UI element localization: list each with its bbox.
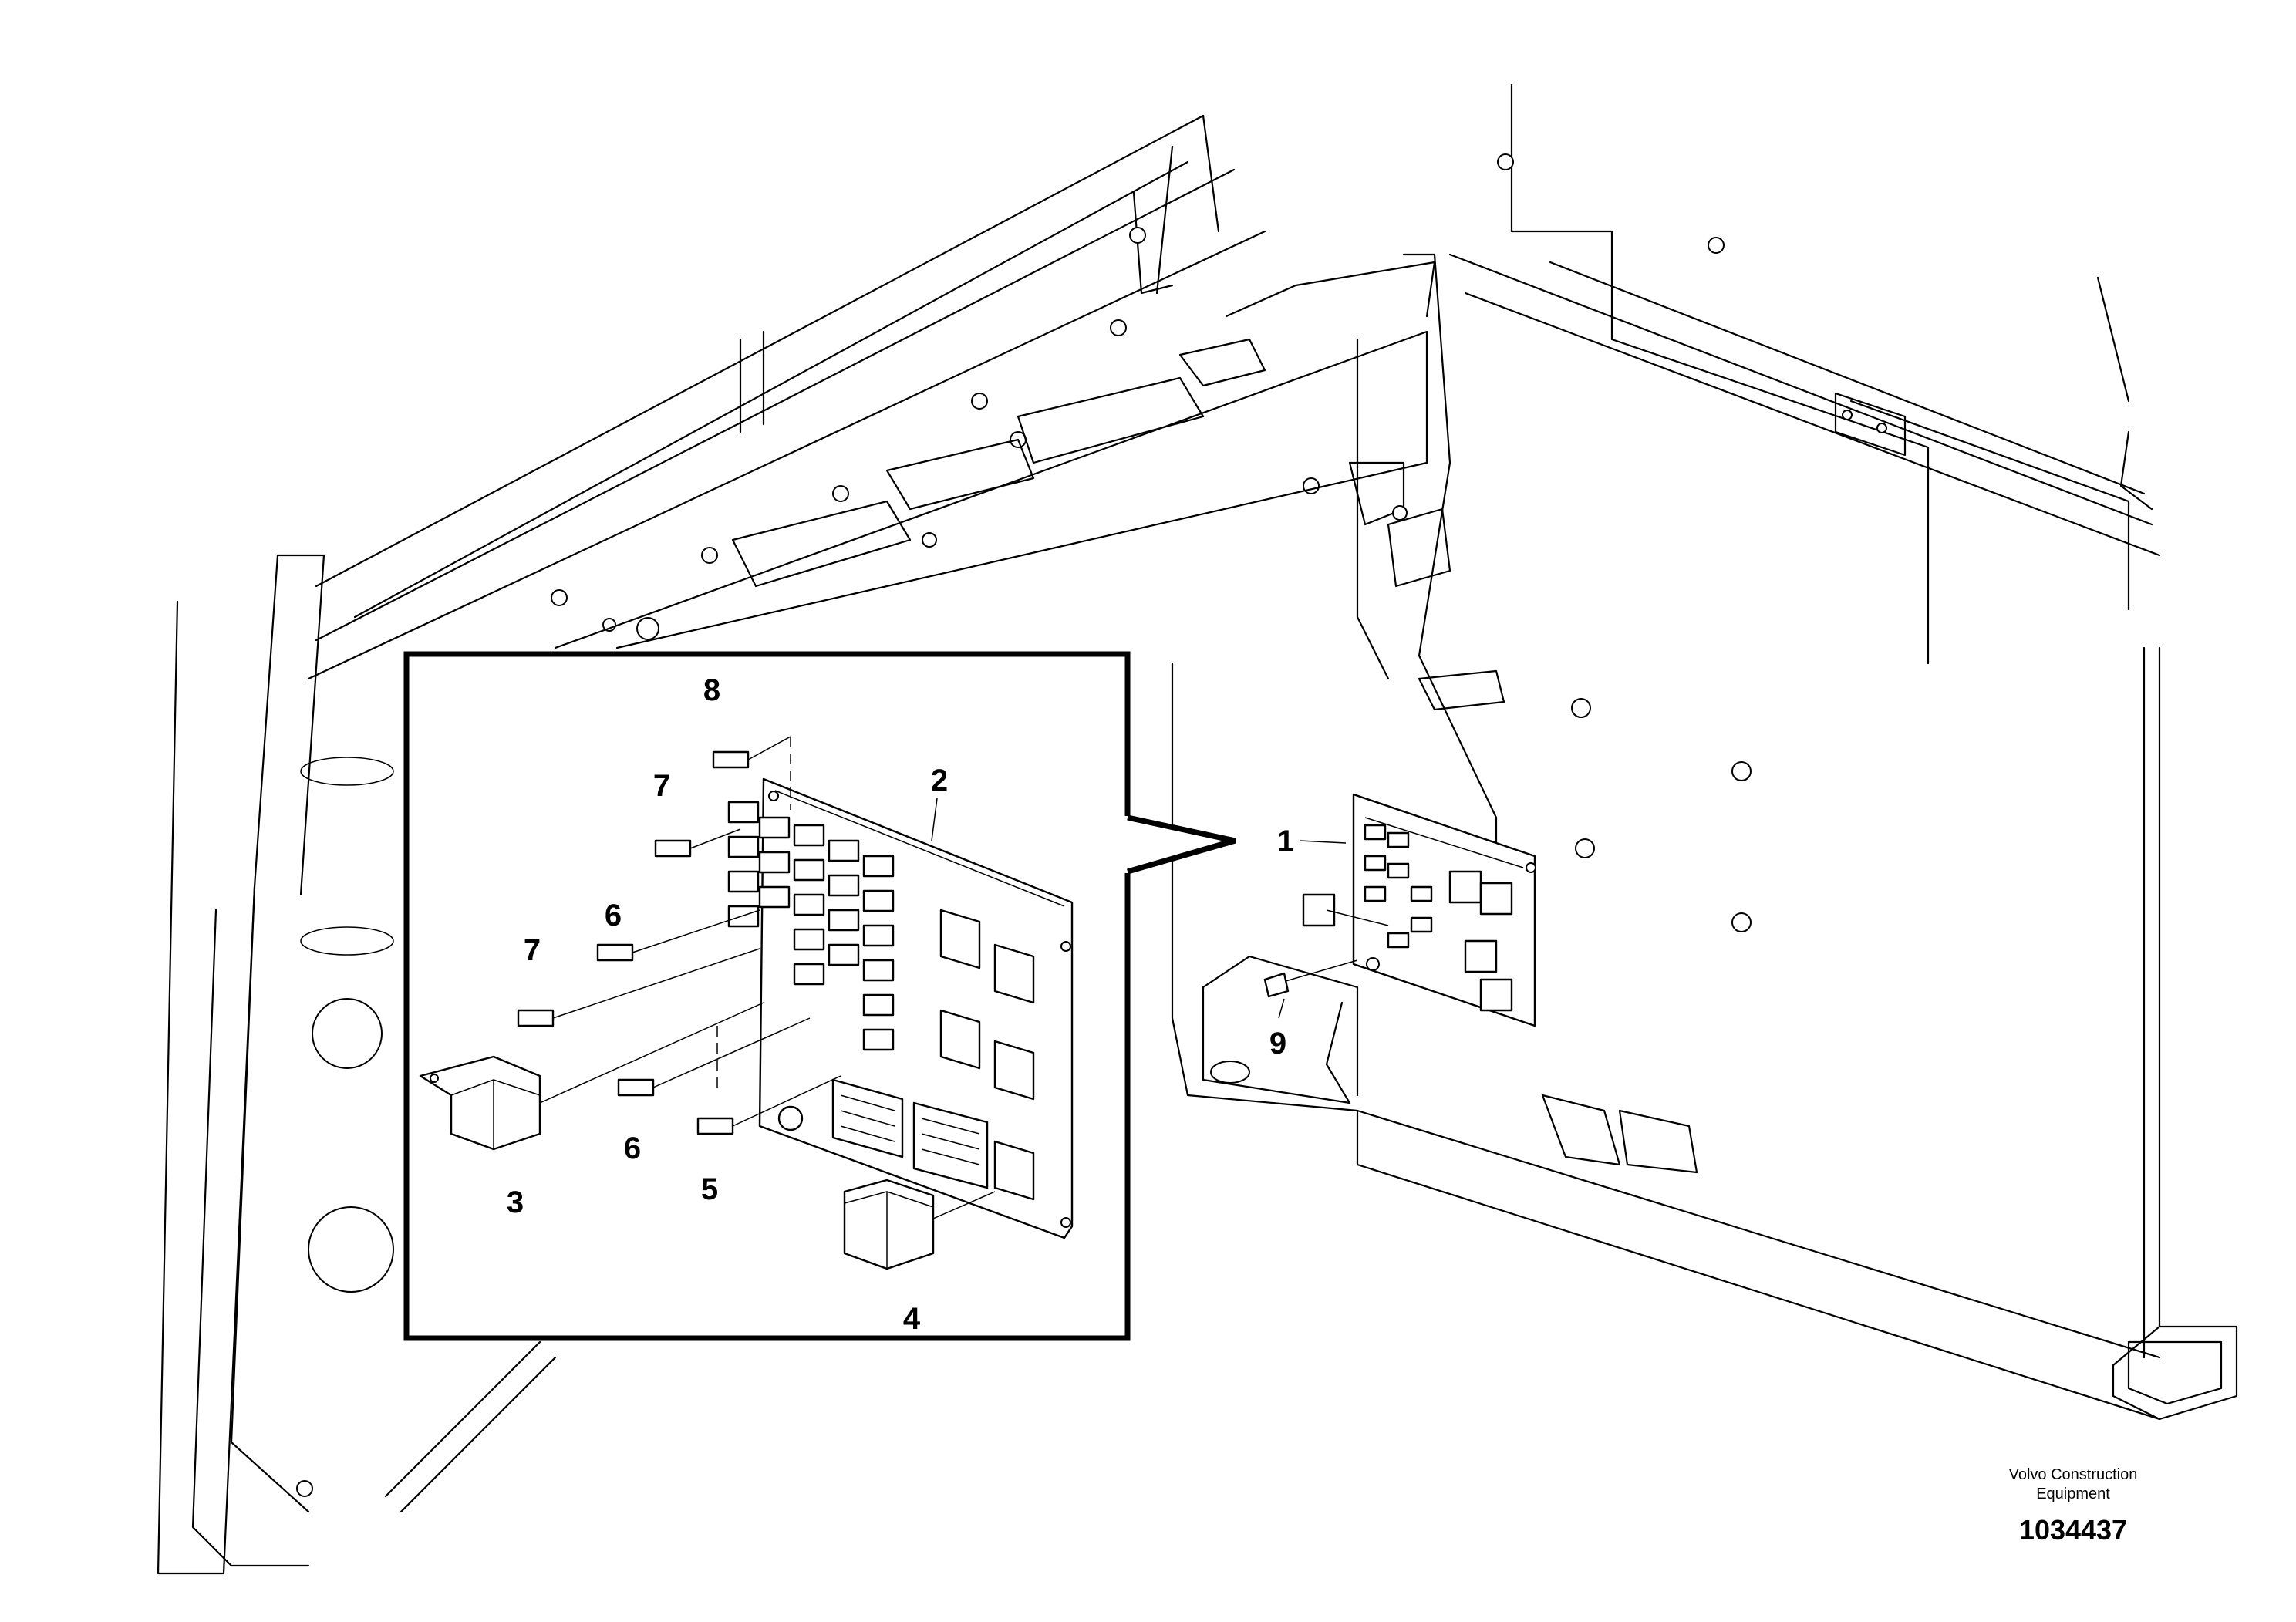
fuse-item-7	[517, 1009, 555, 1027]
bolt-hole	[296, 1480, 313, 1497]
callout-6b: 6	[624, 1131, 641, 1165]
blade-fuses	[517, 736, 841, 1135]
callout-3: 3	[507, 1185, 524, 1219]
title-block: Volvo Construction Equipment 1034437	[2009, 1466, 2138, 1546]
callout-7b: 7	[524, 933, 541, 967]
callout-labels: 1 2 3 4 5 6 6 7 7 8 9	[507, 673, 1294, 1336]
callout-2: 2	[931, 764, 948, 798]
harness-connectors	[777, 1078, 989, 1189]
fuse-item-8	[712, 750, 750, 769]
fuse-item-7	[654, 839, 692, 858]
cab-structure	[157, 83, 2238, 1575]
fuse-item-6	[617, 1078, 655, 1097]
callout-1: 1	[1277, 824, 1294, 858]
callout-5: 5	[701, 1172, 718, 1206]
leader-lines	[931, 798, 1347, 1019]
fuse-box-installed	[1302, 793, 1536, 1027]
relay-sockets	[939, 909, 1035, 1201]
screw-item-9	[1263, 959, 1358, 998]
fuse-item-6	[596, 943, 634, 962]
brand-line-2: Equipment	[2036, 1485, 2110, 1502]
fuse-sockets	[727, 801, 895, 1051]
fuse-item-5	[696, 1117, 734, 1135]
brand-line-1: Volvo Construction	[2009, 1466, 2138, 1483]
drawing-number: 1034437	[2019, 1514, 2127, 1546]
callout-8: 8	[703, 673, 720, 707]
relay-item-3	[419, 1002, 764, 1151]
round-opening	[308, 1206, 394, 1293]
callout-9: 9	[1269, 1027, 1286, 1061]
callout-7a: 7	[653, 769, 670, 803]
callout-4: 4	[903, 1302, 921, 1336]
relay-item-4	[843, 1179, 996, 1270]
fuse-board-detail	[419, 736, 1074, 1270]
round-opening	[312, 998, 383, 1069]
callout-6a: 6	[605, 899, 622, 932]
